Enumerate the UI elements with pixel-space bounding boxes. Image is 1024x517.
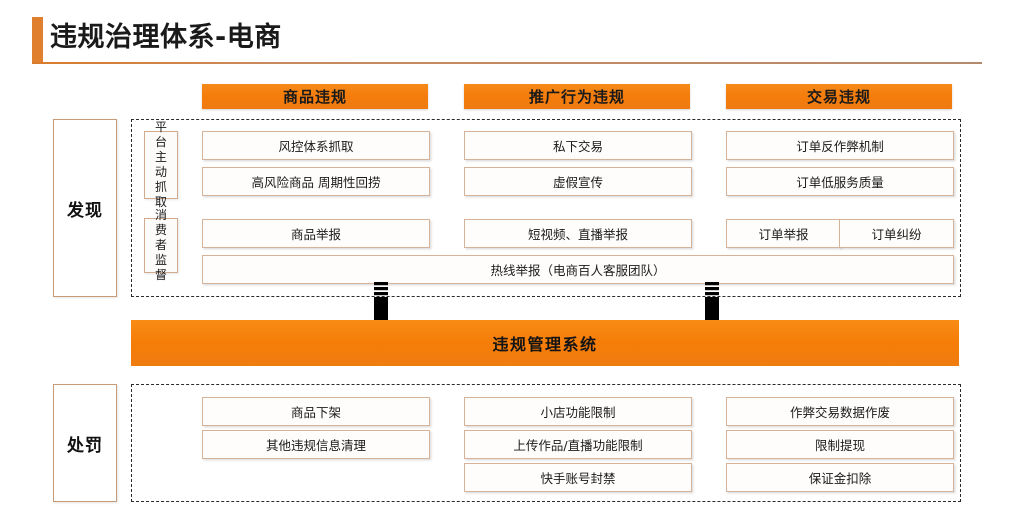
punish-item[interactable]: 商品下架 [202, 397, 430, 426]
punish-item[interactable]: 作弊交易数据作废 [726, 397, 954, 426]
punish-item[interactable]: 其他违规信息清理 [202, 430, 430, 459]
title-divider-rule [32, 62, 982, 64]
subcategory-platform-active-crawl-text: 平台 主动 抓取 [153, 120, 169, 210]
discover-item[interactable]: 私下交易 [464, 131, 692, 160]
discover-item[interactable]: 短视频、直播举报 [464, 219, 692, 248]
system-banner: 违规管理系统 [131, 320, 959, 366]
subcategory-consumer-supervision: 消费 者监 督 [144, 208, 178, 282]
discover-item[interactable]: 商品举报 [202, 219, 430, 248]
page-header: 违规治理体系-电商 [0, 0, 1024, 72]
subcat-line: 督 [154, 268, 167, 282]
discover-item[interactable]: 订单低服务质量 [726, 167, 954, 196]
system-banner-label: 违规管理系统 [492, 335, 598, 354]
discover-item[interactable]: 风控体系抓取 [202, 131, 430, 160]
subcategory-consumer-supervision-text: 消费 者监 督 [153, 208, 169, 283]
punish-item[interactable]: 保证金扣除 [726, 463, 954, 492]
subcat-line: 平台 [154, 120, 167, 149]
discover-item[interactable]: 虚假宣传 [464, 167, 692, 196]
column-header-goods: 商品违规 [202, 84, 428, 109]
column-header-trade: 交易违规 [726, 84, 952, 109]
punish-item[interactable]: 快手账号封禁 [464, 463, 692, 492]
subcat-line: 主动 [154, 150, 167, 179]
subcat-line: 者监 [154, 238, 167, 267]
punish-item[interactable]: 小店功能限制 [464, 397, 692, 426]
subcat-line: 抓取 [154, 180, 167, 209]
column-header-promotion: 推广行为违规 [464, 84, 690, 109]
title-accent-bar [32, 17, 43, 62]
punish-item[interactable]: 限制提现 [726, 430, 954, 459]
page-title: 违规治理体系-电商 [50, 22, 282, 53]
discover-hotline-item[interactable]: 热线举报（电商百人客服团队） [202, 255, 954, 284]
discover-item[interactable]: 订单反作弊机制 [726, 131, 954, 160]
discover-item[interactable]: 订单举报 [726, 219, 841, 248]
discover-item[interactable]: 订单纠纷 [839, 219, 954, 248]
subcat-line: 消费 [154, 208, 167, 237]
discover-item[interactable]: 高风险商品 周期性回捞 [202, 167, 430, 196]
stage-label-punish: 处罚 [53, 384, 117, 502]
stage-label-discover: 发现 [53, 119, 117, 297]
subcategory-platform-active-crawl: 平台 主动 抓取 [144, 120, 178, 209]
punish-item[interactable]: 上传作品/直播功能限制 [464, 430, 692, 459]
